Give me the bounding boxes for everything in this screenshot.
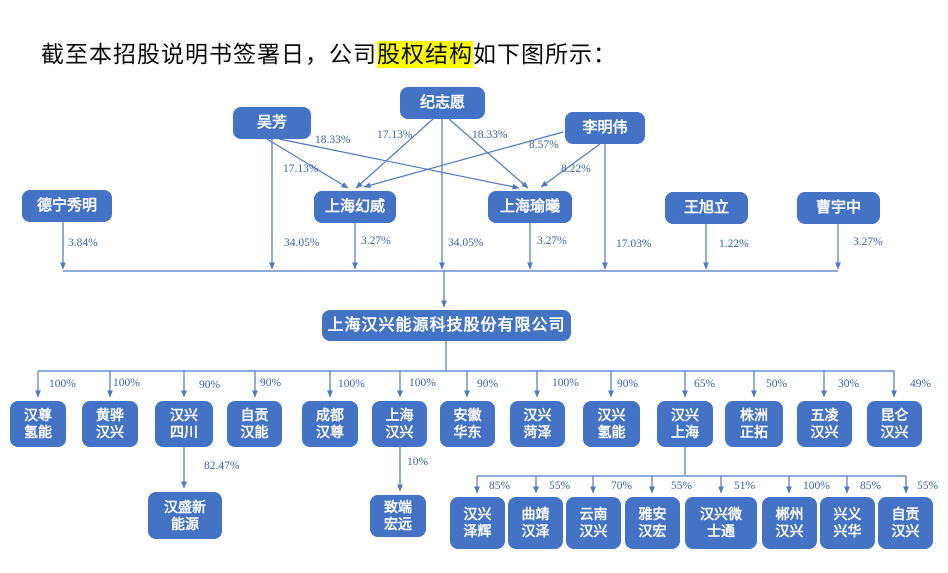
pct-child-6: 85% [860,480,882,492]
pct-wang-xu-li: 1.22% [719,238,749,250]
node-child-qujing-hanze: 曲靖 汉泽 [508,497,563,549]
heading: 截至本招股说明书签署日，公司股权结构如下图所示： [41,35,617,69]
node-zhiduan-hongyuan: 致端 宏远 [370,495,426,537]
node-subsidiary-anhui-huadong: 安徽 华东 [440,401,495,447]
node-wang-xu-li: 王旭立 [665,192,748,224]
pct-li-ming-wei-to-huanwei: 8.57% [529,139,559,151]
node-child-xingyi-xinghua: 兴义 兴华 [820,497,875,549]
heading-highlight: 股权结构 [377,41,473,68]
node-subsidiary-chengdu-hanzun: 成都 汉尊 [302,401,358,447]
pct-ji-zhi-yuan-to-huanwei: 17.13% [377,129,413,141]
pct-subsidiary-3: 90% [260,377,282,389]
pct-subsidiary-9: 65% [694,378,716,390]
node-ji-zhi-yuan: 纪志愿 [400,87,485,119]
pct-ji-zhi-yuan-to-yuxi: 18.33% [472,129,508,141]
node-hansheng-new-energy: 汉盛新 能源 [148,492,222,539]
node-subsidiary-hanxing-shanghai: 汉兴 上海 [657,401,713,447]
pct-child-3: 55% [671,480,693,492]
node-subsidiary-zigong-hanneng: 自贡 汉能 [227,401,282,447]
pct-subsidiary-1: 100% [113,377,140,389]
pct-wu-fang-direct: 34.05% [284,237,320,249]
node-company: 上海汉兴能源科技股份有限公司 [322,310,571,341]
pct-subsidiary-0: 100% [49,378,76,390]
node-subsidiary-hanzun-qingneng: 汉尊 氢能 [10,401,66,447]
pct-subsidiary-11: 30% [838,378,860,390]
node-shanghai-yuxi: 上海瑜曦 [488,191,572,223]
pct-subsidiary-8: 90% [617,378,639,390]
pct-wu-fang-to-yuxi: 18.33% [315,134,351,146]
pct-child-0: 85% [489,480,511,492]
node-subsidiary-kunlun-hanxing: 昆仑 汉兴 [867,401,922,447]
node-child-hanxing-weishitong: 汉兴微 士通 [685,497,757,549]
node-subsidiary-wuling-hanxing: 五凌 汉兴 [797,401,852,447]
node-subsidiary-shanghai-hanxing: 上海 汉兴 [372,401,427,447]
node-subsidiary-zhuzhou-zhengtuo: 株洲 正拓 [725,401,783,447]
pct-child-7: 55% [917,480,939,492]
node-subsidiary-hanxing-qingneng: 汉兴 氢能 [583,401,640,447]
node-shanghai-huanwei: 上海幻威 [314,191,396,223]
node-child-hanxing-zehui: 汉兴 泽辉 [450,497,505,549]
pct-subsidiary-10: 50% [766,378,788,390]
node-subsidiary-hanxing-heze: 汉兴 菏泽 [510,401,565,447]
pct-wu-fang-to-huanwei: 17.13% [283,163,319,175]
pct-child-5: 100% [803,480,830,492]
pct-cao-yu-zhong: 3.27% [853,236,883,248]
pct-ji-zhi-yuan-direct: 34.05% [448,237,484,249]
pct-de-ning-xiu-ming: 3.84% [68,237,98,249]
pct-zhiduan: 10% [407,456,429,468]
pct-child-1: 55% [549,480,571,492]
node-wu-fang: 吴芳 [233,107,311,139]
pct-subsidiary-2: 90% [199,379,221,391]
node-de-ning-xiu-ming: 德宁秀明 [22,190,112,222]
node-child-yunnan-hanxing: 云南 汉兴 [566,497,621,549]
pct-huanwei-direct: 3.27% [361,235,391,247]
pct-hansheng: 82.47% [204,460,240,472]
pct-subsidiary-4: 100% [338,378,365,390]
node-subsidiary-huanghua-hanxing: 黄骅 汉兴 [82,401,138,447]
pct-child-4: 51% [734,480,756,492]
node-cao-yu-zhong: 曹宇中 [797,192,880,224]
pct-subsidiary-5: 100% [409,377,436,389]
heading-text-pre: 截至本招股说明书签署日，公司 [41,42,377,67]
node-subsidiary-hanxing-sichuan: 汉兴 四川 [155,401,213,447]
heading-text-post: 如下图所示： [473,42,617,67]
pct-subsidiary-7: 100% [552,377,579,389]
pct-subsidiary-12: 49% [910,378,932,390]
node-child-zigong-hanxing: 自贡 汉兴 [878,497,933,549]
pct-li-ming-wei-direct: 17.03% [616,238,652,250]
pct-yuxi-direct: 3.27% [537,235,567,247]
pct-li-ming-wei-to-yuxi: 8.22% [561,163,591,175]
pct-child-2: 70% [611,480,633,492]
pct-subsidiary-6: 90% [477,378,499,390]
node-child-yaan-hanhong: 雅安 汉宏 [625,497,680,549]
node-li-ming-wei: 李明伟 [565,112,645,144]
node-child-chenzhou-hanxing: 郴州 汉兴 [762,497,817,549]
